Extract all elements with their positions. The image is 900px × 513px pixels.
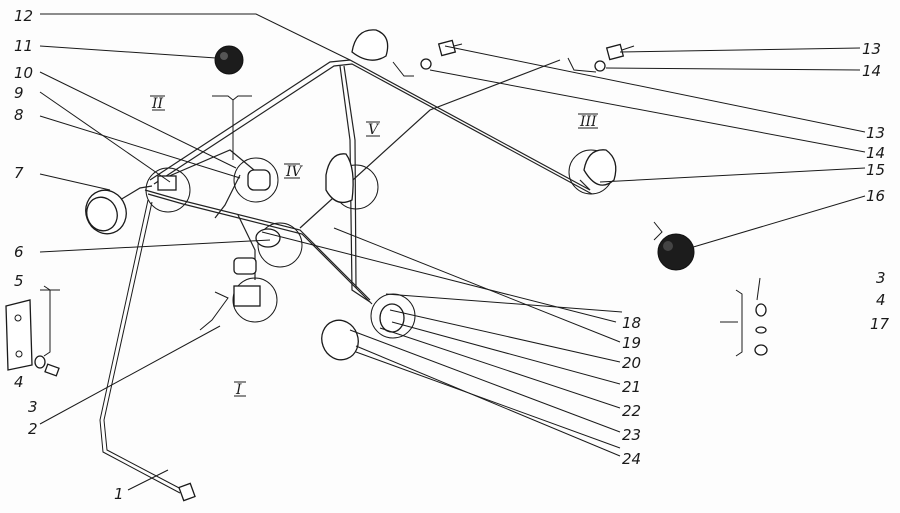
label-24: 24 bbox=[622, 450, 641, 468]
number-labels: 12 11 10 9 8 7 6 5 4 3 2 1 13 14 13 14 1… bbox=[14, 7, 890, 503]
part-12-lamp bbox=[351, 29, 389, 61]
label-14-top: 14 bbox=[862, 62, 881, 80]
label-4-right: 4 bbox=[876, 291, 886, 309]
part-11-boot bbox=[214, 45, 244, 75]
label-22: 22 bbox=[622, 402, 641, 420]
part-7-lamp bbox=[85, 167, 191, 235]
roman-I: I bbox=[235, 382, 242, 398]
label-23: 23 bbox=[622, 426, 641, 444]
label-12: 12 bbox=[14, 7, 33, 25]
label-18: 18 bbox=[622, 314, 641, 332]
part-I-assembly bbox=[199, 257, 278, 331]
label-3-left: 3 bbox=[28, 398, 38, 416]
label-1: 1 bbox=[114, 485, 124, 503]
label-5: 5 bbox=[14, 272, 24, 290]
screws-right bbox=[754, 303, 768, 356]
screw-3-4-left bbox=[34, 355, 60, 377]
label-11: 11 bbox=[14, 37, 33, 55]
label-17: 17 bbox=[870, 315, 890, 333]
roman-IV: IV bbox=[285, 164, 304, 180]
part-1-rod bbox=[99, 199, 196, 502]
label-13-right: 13 bbox=[866, 124, 885, 142]
label-19: 19 bbox=[622, 334, 641, 352]
label-9: 9 bbox=[14, 84, 24, 102]
label-21: 21 bbox=[622, 378, 641, 396]
label-4-left: 4 bbox=[14, 373, 24, 391]
label-6: 6 bbox=[14, 243, 24, 261]
part-15-lamp bbox=[568, 149, 617, 195]
label-20: 20 bbox=[622, 354, 641, 372]
wiring-harness bbox=[119, 59, 593, 305]
part-16-boot bbox=[657, 233, 695, 271]
braces bbox=[43, 57, 743, 357]
label-10: 10 bbox=[14, 64, 33, 82]
label-3-right: 3 bbox=[876, 269, 886, 287]
leader-lines bbox=[39, 13, 866, 491]
roman-III: III bbox=[579, 114, 597, 130]
roman-labels: II IV V III I bbox=[150, 95, 598, 398]
part-switch bbox=[233, 153, 379, 268]
label-13-top: 13 bbox=[862, 40, 881, 58]
washer-center bbox=[420, 39, 463, 70]
label-16: 16 bbox=[866, 187, 885, 205]
roman-V: V bbox=[368, 122, 380, 138]
label-8: 8 bbox=[14, 106, 24, 124]
screw-13-14-right bbox=[594, 43, 635, 72]
part-5-plate bbox=[5, 299, 33, 371]
label-2: 2 bbox=[28, 420, 38, 438]
roman-II: II bbox=[151, 96, 164, 112]
label-14-right: 14 bbox=[866, 144, 885, 162]
part-21-24-lamp bbox=[321, 293, 416, 361]
label-7: 7 bbox=[14, 164, 24, 182]
label-15: 15 bbox=[866, 161, 885, 179]
